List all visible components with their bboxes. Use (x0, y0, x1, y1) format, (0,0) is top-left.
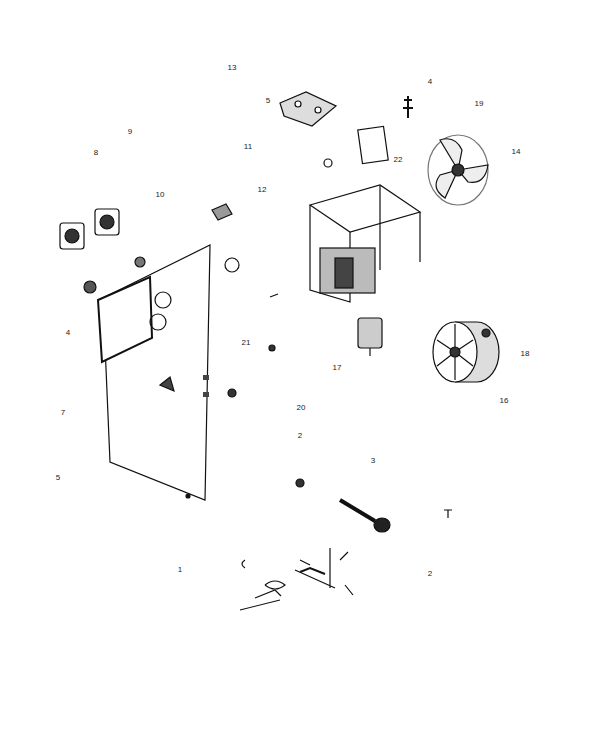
callout-number: 2 (297, 432, 303, 440)
nut (482, 329, 490, 337)
callout-number: 4 (427, 78, 433, 86)
callout-number: 20 (296, 404, 307, 412)
callout-number: 19 (474, 100, 485, 108)
callout-number: 16 (499, 397, 510, 405)
screw (296, 479, 304, 487)
callout-number: 18 (520, 350, 531, 358)
switch (84, 281, 96, 293)
callout-number: 1 (177, 566, 183, 574)
switch (135, 257, 145, 267)
screw (228, 389, 236, 397)
transformer-assembly (310, 185, 420, 302)
clip (212, 204, 232, 220)
callout-number: 4 (65, 329, 71, 337)
callout-number: 11 (243, 143, 253, 151)
callout-number: 7 (60, 409, 66, 417)
electrode (403, 96, 413, 118)
callout-number: 10 (155, 191, 166, 199)
callout-number: 9 (127, 128, 133, 136)
cover-plate (358, 126, 388, 163)
callout-number: 2 (427, 570, 433, 578)
callout-number: 13 (227, 64, 238, 72)
callout-number: 3 (370, 457, 376, 465)
callout-number: 17 (332, 364, 343, 372)
callout-number: 22 (393, 156, 404, 164)
callout-number: 21 (241, 339, 252, 347)
screw (269, 345, 275, 351)
callout-number: 14 (511, 148, 522, 156)
nut (324, 159, 332, 167)
callout-number: 5 (265, 97, 271, 105)
callout-number: 8 (93, 149, 99, 157)
control-rod (340, 500, 390, 532)
switch (225, 258, 239, 272)
fan-blade (428, 135, 488, 205)
linkage (240, 548, 353, 610)
callout-number: 12 (257, 186, 268, 194)
blower-wheel (433, 322, 499, 382)
pin (444, 510, 452, 518)
control-knob (60, 209, 119, 249)
front-panel (98, 245, 210, 500)
mounting-bracket (280, 92, 336, 126)
callout-number: 5 (55, 474, 61, 482)
motor (358, 318, 382, 356)
pin (270, 294, 278, 297)
